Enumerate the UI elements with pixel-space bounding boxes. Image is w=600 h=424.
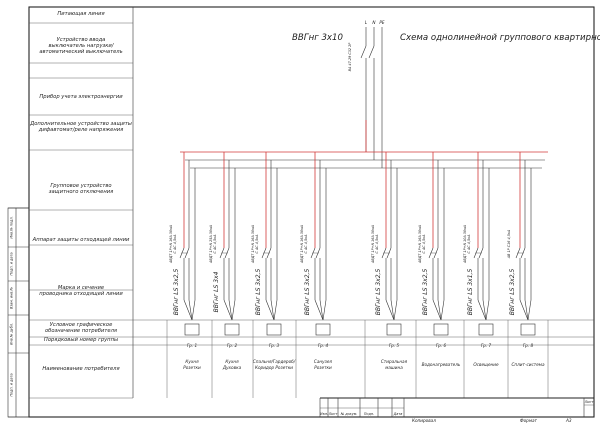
group-breaker-label: АВ 1Р С16 4,5кА — [507, 229, 511, 259]
consumer-name: Спальня/Гардероб/Коридор Розетки — [253, 359, 296, 370]
group-cable-label: ВВГнг LS 3х2,5 — [422, 269, 429, 316]
stamp-header: Подп. — [364, 412, 374, 416]
group-number: Гр. 5 — [389, 343, 400, 348]
group-number: Гр. 2 — [227, 343, 238, 348]
row-label: Порядковый номер группы — [44, 337, 118, 343]
phase-label: N — [372, 20, 376, 25]
consumer-symbol — [478, 323, 494, 336]
stamp-header: Лист — [328, 412, 339, 416]
consumer-symbol — [224, 323, 240, 336]
group-number: Гр. 6 — [436, 343, 447, 348]
consumer-symbol — [184, 323, 200, 336]
drawing-frame — [28, 6, 595, 418]
feeder-cable-label: ВВГнг 3х10 — [292, 33, 343, 43]
side-label: Инв.№ дубл. — [10, 323, 14, 345]
group-circuit: АВДТ 1Р+N 25А 30мАС АС 4,5кА ВВГнг LS 3х4… — [209, 152, 242, 370]
side-label: Инв.№ подл. — [10, 216, 14, 238]
group-cable-label: ВВГнг LS 3х2,5 — [375, 269, 382, 316]
side-label: Подп. и дата — [10, 252, 14, 275]
group-breaker-label: АВДТ 1Р+N 16А 30мАС АС 4,5кА — [300, 224, 308, 264]
group-breaker-label: АВДТ 1Р+N 16А 30мАС АС 4,5кА — [418, 224, 426, 264]
group-number: Гр. 4 — [318, 343, 329, 348]
group-circuit: АВДТ 1Р+N 10А 30мАС АС 4,5кА ВВГнг LS 3х1… — [463, 152, 499, 367]
group-circuit: АВДТ 1Р+N 16А 30мАС АС 4,5кА ВВГнг LS 3х2… — [371, 152, 408, 370]
group-circuits: АВДТ 1Р+N 16А 30мАС АС 4,5кА ВВГнг LS 3х2… — [133, 152, 594, 398]
consumer-symbol — [386, 323, 402, 336]
stamp-header: Дата — [393, 412, 403, 416]
stamp-header: Изм. — [320, 412, 328, 416]
consumer-name: Освещение — [473, 362, 499, 367]
diagram-title: Схема однолинейной группового квартирног… — [400, 33, 600, 43]
group-cable-label: ВВГнг LS 3х2,5 — [509, 269, 516, 316]
bus-bars — [180, 151, 548, 169]
group-cable-label: ВВГнг LS 3х2,5 — [304, 269, 311, 316]
row-label: Прибор учета электроэнергии — [39, 94, 123, 100]
consumer-symbol — [315, 323, 331, 336]
group-cable-label: ВВГнг LS 3х2,5 — [173, 269, 180, 316]
phase-label: PE — [379, 20, 385, 25]
group-circuit: АВДТ 1Р+N 16А 30мАС АС 4,5кА ВВГнг LS 3х2… — [169, 152, 201, 370]
group-breaker-label: АВДТ 1Р+N 16А 30мАС АС 4,5кА — [371, 224, 379, 264]
phase-label: L — [365, 20, 368, 25]
group-circuit: АВДТ 1Р+N 16А 30мАС АС 4,5кА ВВГнг LS 3х2… — [251, 152, 296, 370]
group-breaker-label: АВДТ 1Р+N 25А 30мАС АС 4,5кА — [209, 224, 217, 264]
group-breaker-label: АВДТ 1Р+N 10А 30мАС АС 4,5кА — [463, 224, 471, 264]
group-number: Гр. 1 — [187, 343, 198, 348]
stamp-copied: Копировал — [412, 418, 436, 423]
feeder-breaker-label: ВА 47-29 С32 2P — [348, 42, 352, 72]
stamp-format-value: А3 — [565, 418, 572, 423]
row-label: Аппарат защиты отходящей линии — [32, 237, 130, 243]
side-label: Взам. инв.№ — [10, 287, 14, 309]
group-number: Гр. 3 — [269, 343, 280, 348]
group-number: Гр. 8 — [523, 343, 534, 348]
group-cable-label: ВВГнг LS 3х2,5 — [255, 269, 262, 316]
side-label: Подп. и дата — [10, 373, 14, 396]
group-circuit: АВ 1Р С16 4,5кА ВВГнг LS 3х2,5Гр. 8 Сплит-… — [507, 152, 545, 367]
consumer-symbol — [520, 323, 536, 336]
stamp-sheet-label: Лист — [584, 400, 595, 404]
group-circuit: АВДТ 1Р+N 16А 30мАС АС 4,5кА ВВГнг LS 3х2… — [300, 152, 332, 370]
group-breaker-label: АВДТ 1Р+N 16А 30мАС АС 4,5кА — [251, 224, 259, 264]
row-label: Питающая линия — [57, 11, 104, 17]
consumer-name: Сплит-система — [511, 362, 545, 367]
group-cable-label: ВВГнг LS 3х1,5 — [467, 269, 474, 316]
group-cable-label: ВВГнг LS 3х4 — [213, 271, 220, 312]
group-number: Гр. 7 — [481, 343, 492, 348]
consumer-name: Водонагреватель — [422, 362, 461, 367]
row-label: Наименование потребителя — [42, 366, 119, 372]
stamp-header: № докум. — [340, 412, 358, 416]
stamp-format-label: Формат — [520, 418, 538, 423]
consumer-symbol — [266, 323, 282, 336]
group-breaker-label: АВДТ 1Р+N 16А 30мАС АС 4,5кА — [169, 224, 177, 264]
group-circuit: АВДТ 1Р+N 16А 30мАС АС 4,5кА ВВГнг LS 3х2… — [418, 152, 461, 367]
consumer-symbol — [433, 323, 449, 336]
